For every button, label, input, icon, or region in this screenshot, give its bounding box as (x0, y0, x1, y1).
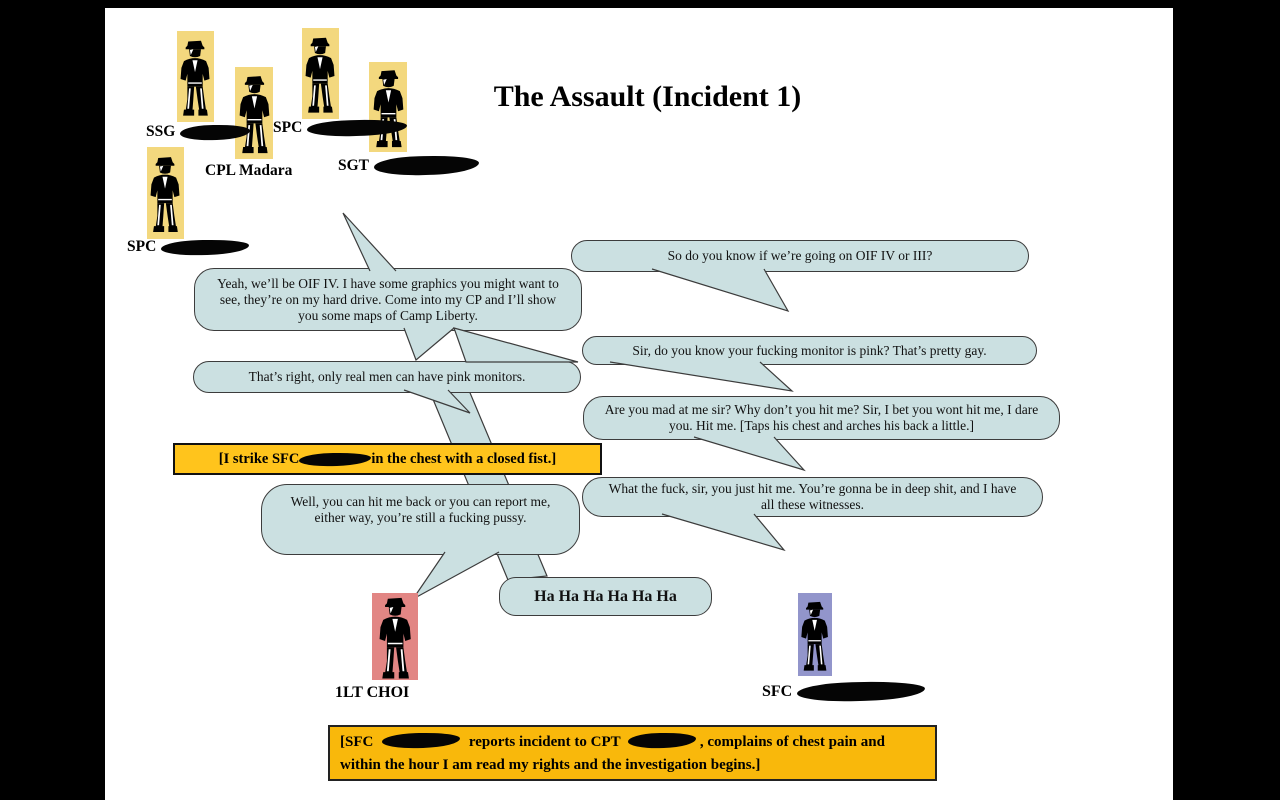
redaction-mark (627, 732, 697, 749)
bubble-text: That’s right, only real men can have pin… (248, 369, 526, 384)
figure-label-spc-top: SPC (273, 118, 408, 138)
label-text: SFC (762, 682, 793, 700)
label-text: 1LT CHOI (335, 684, 410, 701)
bubble-text: What the fuck, sir, you just hit me. You… (608, 481, 1017, 512)
bubble-text: Yeah, we’ll be OIF IV. I have some graph… (217, 275, 559, 323)
strike-callout: [I strike SFC in the chest with a closed… (173, 443, 602, 475)
speech-bubble-witnesses: What the fuck, sir, you just hit me. You… (582, 477, 1043, 517)
strike-text-before: [I strike SFC (218, 450, 300, 467)
label-text: SSG (146, 123, 176, 140)
report-seg2: reports incident to CPT (468, 734, 621, 750)
man-icon (374, 596, 416, 680)
report-seg1: [SFC (340, 734, 374, 750)
figure-label-ssg: SSG (146, 123, 251, 141)
bubble-text: So do you know if we’re going on OIF IV … (667, 248, 933, 263)
speech-bubble-laugh: Ha Ha Ha Ha Ha Ha (499, 577, 712, 616)
redaction-mark (180, 123, 251, 141)
man-icon (303, 31, 337, 119)
redaction-mark (161, 238, 250, 256)
slide-title: The Assault (Incident 1) (493, 80, 802, 113)
redaction-mark (381, 731, 461, 750)
bubble-text: Ha Ha Ha Ha Ha Ha (534, 587, 677, 605)
label-text: CPL Madara (205, 162, 293, 179)
report-callout: [SFC reports incident to CPT , complains… (328, 725, 937, 781)
speech-bubble-oif-answer: Yeah, we’ll be OIF IV. I have some graph… (194, 268, 582, 331)
figure-label-sfc: SFC (762, 680, 926, 703)
figure-cpl-madara (235, 67, 273, 159)
figure-label-1lt-choi: 1LT CHOI (335, 684, 409, 702)
figure-label-cpl-madara: CPL Madara (205, 162, 292, 180)
man-icon (148, 150, 182, 239)
bubble-text: Sir, do you know your fucking monitor is… (632, 342, 987, 358)
figure-sfc (798, 593, 832, 676)
redaction-mark (307, 118, 408, 138)
figure-label-spc-left: SPC (127, 238, 250, 256)
man-icon (178, 34, 212, 122)
figure-spc-top (302, 28, 339, 119)
speech-bubble-oif-question: So do you know if we’re going on OIF IV … (571, 240, 1029, 272)
speech-bubble-monitor: Sir, do you know your fucking monitor is… (582, 336, 1037, 365)
redaction-mark (797, 680, 926, 703)
bubble-text: Are you mad at me sir? Why don’t you hit… (604, 402, 1039, 433)
strike-text-after: in the chest with a closed fist.] (371, 450, 557, 467)
figure-sgt (369, 62, 407, 152)
redaction-mark (373, 154, 480, 177)
label-text: SPC (273, 119, 303, 136)
man-icon (371, 65, 406, 152)
figure-1lt-choi (372, 593, 418, 680)
speech-bubble-hit-back: Well, you can hit me back or you can rep… (261, 484, 580, 555)
label-text: SPC (127, 238, 157, 255)
figure-ssg (177, 31, 214, 122)
man-icon (799, 596, 830, 677)
label-text: SGT (338, 156, 370, 174)
figure-label-sgt: SGT (338, 154, 480, 177)
figure-spc-left (147, 147, 184, 239)
bubble-text: Well, you can hit me back or you can rep… (290, 494, 551, 525)
redaction-mark (299, 451, 372, 467)
report-seg3: , complains of chest pain and within the… (340, 734, 885, 773)
speech-bubble-dare: Are you mad at me sir? Why don’t you hit… (583, 396, 1060, 440)
man-icon (237, 70, 272, 159)
speech-bubble-real-men: That’s right, only real men can have pin… (193, 361, 581, 393)
